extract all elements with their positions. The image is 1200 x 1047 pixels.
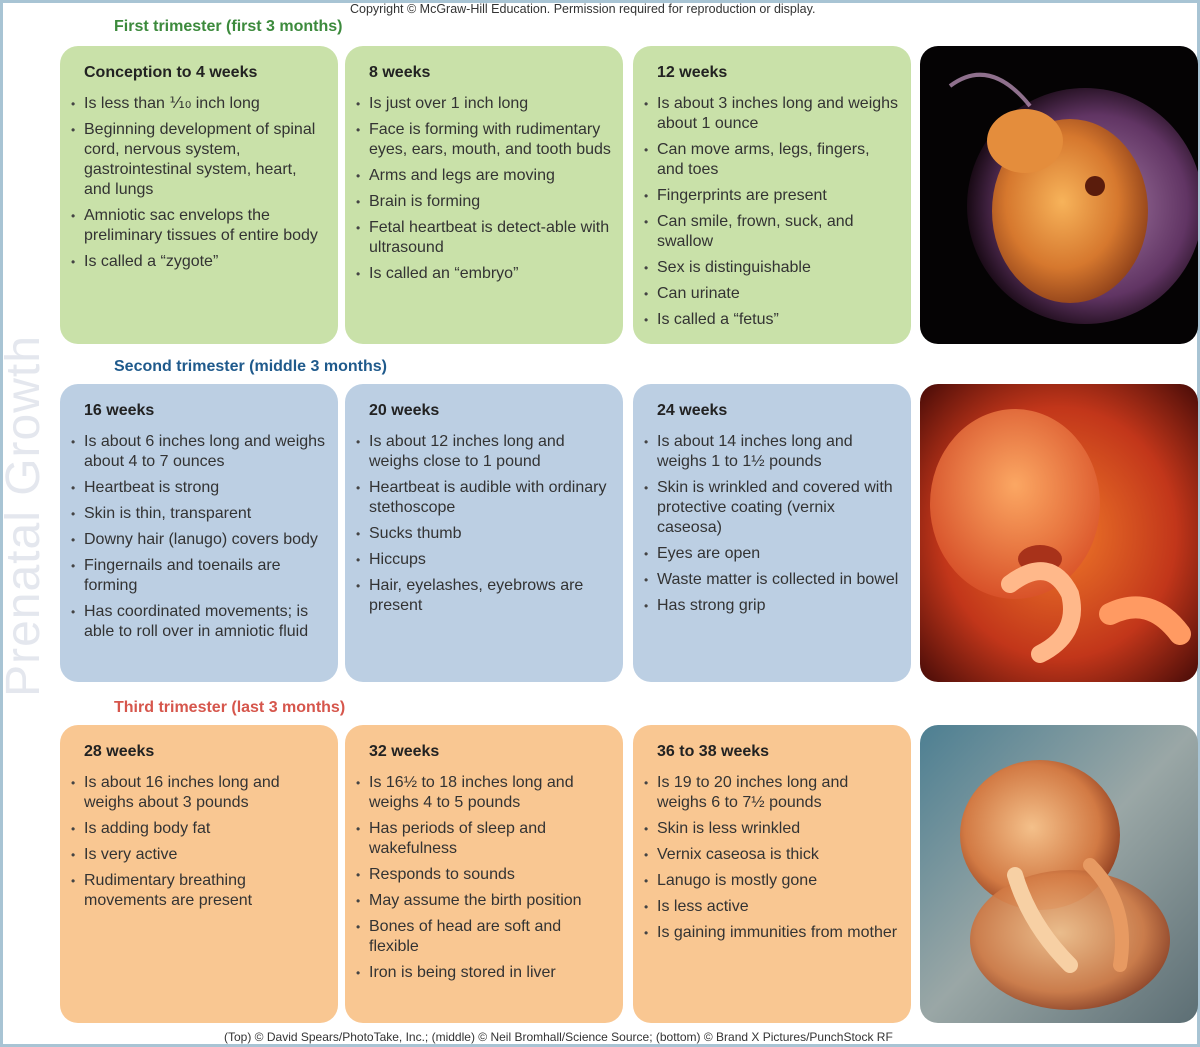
photo-fetus-second-trimester	[920, 384, 1198, 682]
photo-embryo-first-trimester	[920, 46, 1198, 344]
bullet-item: Has coordinated movements; is able to ro…	[71, 602, 326, 642]
bullet-item: Responds to sounds	[356, 865, 611, 885]
card-16-weeks: 16 weeks Is about 6 inches long and weig…	[60, 384, 338, 682]
bullet-item: Vernix caseosa is thick	[644, 845, 899, 865]
card-8-weeks: 8 weeks Is just over 1 inch long Face is…	[345, 46, 623, 344]
bullet-item: Is very active	[71, 845, 326, 865]
bullet-item: Is adding body fat	[71, 819, 326, 839]
embryo-illustration	[920, 46, 1198, 344]
bullet-item: Has periods of sleep and wakefulness	[356, 819, 611, 859]
bullet-item: Is about 3 inches long and weighs about …	[644, 94, 899, 134]
bullet-item: Amniotic sac envelops the preliminary ti…	[71, 206, 326, 246]
card-title: Conception to 4 weeks	[84, 64, 258, 81]
bullet-item: Skin is less wrinkled	[644, 819, 899, 839]
bullet-item: Is less than ⅒ inch long	[71, 94, 326, 114]
card-title: 36 to 38 weeks	[657, 743, 770, 760]
bullet-item: Heartbeat is strong	[71, 478, 326, 498]
fetus-late-illustration	[920, 725, 1198, 1023]
card-title: 32 weeks	[369, 743, 440, 760]
bullet-item: Fingerprints are present	[644, 186, 899, 206]
fetus-illustration	[920, 384, 1198, 682]
bullet-item: Has strong grip	[644, 596, 899, 616]
bullet-item: Lanugo is mostly gone	[644, 871, 899, 891]
card-bullets: Is about 12 inches long and weighs close…	[356, 432, 611, 616]
first-trimester-label: First trimester (first 3 months)	[114, 18, 343, 35]
bullet-item: Iron is being stored in liver	[356, 963, 611, 983]
card-bullets: Is just over 1 inch long Face is forming…	[356, 94, 611, 284]
bullet-item: Is 16½ to 18 inches long and weighs 4 to…	[356, 773, 611, 813]
bullet-item: Is gaining immunities from mother	[644, 923, 899, 943]
bullet-item: Is about 6 inches long and weighs about …	[71, 432, 326, 472]
card-title: 24 weeks	[657, 402, 728, 419]
bullet-item: Hiccups	[356, 550, 611, 570]
card-title: 12 weeks	[657, 64, 728, 81]
bullet-item: Fetal heartbeat is detect-able with ultr…	[356, 218, 611, 258]
card-bullets: Is about 6 inches long and weighs about …	[71, 432, 326, 642]
side-title: Prenatal Growth	[0, 335, 50, 697]
card-title: 28 weeks	[84, 743, 155, 760]
card-title: 8 weeks	[369, 64, 431, 81]
card-12-weeks: 12 weeks Is about 3 inches long and weig…	[633, 46, 911, 344]
bullet-item: Can smile, frown, suck, and swallow	[644, 212, 899, 252]
bullet-item: Is just over 1 inch long	[356, 94, 611, 114]
bullet-item: Beginning development of spinal cord, ne…	[71, 120, 326, 200]
bullet-item: Is 19 to 20 inches long and weighs 6 to …	[644, 773, 899, 813]
card-title: 16 weeks	[84, 402, 155, 419]
bullet-item: Brain is forming	[356, 192, 611, 212]
bullet-item: Is called a “fetus”	[644, 310, 899, 330]
bullet-item: Eyes are open	[644, 544, 899, 564]
card-28-weeks: 28 weeks Is about 16 inches long and wei…	[60, 725, 338, 1023]
card-bullets: Is less than ⅒ inch long Beginning devel…	[71, 94, 326, 272]
bullet-item: Sucks thumb	[356, 524, 611, 544]
bullet-item: Sex is distinguishable	[644, 258, 899, 278]
bullet-item: Rudimentary breathing movements are pres…	[71, 871, 326, 911]
card-36-to-38-weeks: 36 to 38 weeks Is 19 to 20 inches long a…	[633, 725, 911, 1023]
bullet-item: Is called a “zygote”	[71, 252, 326, 272]
bullet-item: Downy hair (lanugo) covers body	[71, 530, 326, 550]
bullet-item: Is called an “embryo”	[356, 264, 611, 284]
bullet-item: Is about 16 inches long and weighs about…	[71, 773, 326, 813]
card-bullets: Is 16½ to 18 inches long and weighs 4 to…	[356, 773, 611, 983]
bullet-item: Waste matter is collected in bowel	[644, 570, 899, 590]
second-trimester-label: Second trimester (middle 3 months)	[114, 358, 387, 375]
photo-fetus-third-trimester	[920, 725, 1198, 1023]
bullet-item: Is less active	[644, 897, 899, 917]
card-20-weeks: 20 weeks Is about 12 inches long and wei…	[345, 384, 623, 682]
bullet-item: Can move arms, legs, fingers, and toes	[644, 140, 899, 180]
card-bullets: Is about 14 inches long and weighs 1 to …	[644, 432, 899, 616]
bullet-item: Skin is wrinkled and covered with protec…	[644, 478, 899, 538]
third-trimester-label: Third trimester (last 3 months)	[114, 699, 346, 716]
bullet-item: Fingernails and toenails are forming	[71, 556, 326, 596]
copyright-notice: Copyright © McGraw-Hill Education. Permi…	[350, 2, 816, 16]
bullet-item: Heartbeat is audible with ordinary steth…	[356, 478, 611, 518]
card-bullets: Is about 16 inches long and weighs about…	[71, 773, 326, 911]
bullet-item: Bones of head are soft and flexible	[356, 917, 611, 957]
bullet-item: May assume the birth position	[356, 891, 611, 911]
card-conception-to-4-weeks: Conception to 4 weeks Is less than ⅒ inc…	[60, 46, 338, 344]
card-title: 20 weeks	[369, 402, 440, 419]
bullet-item: Skin is thin, transparent	[71, 504, 326, 524]
card-32-weeks: 32 weeks Is 16½ to 18 inches long and we…	[345, 725, 623, 1023]
bullet-item: Can urinate	[644, 284, 899, 304]
bullet-item: Is about 12 inches long and weighs close…	[356, 432, 611, 472]
card-24-weeks: 24 weeks Is about 14 inches long and wei…	[633, 384, 911, 682]
bullet-item: Face is forming with rudimentary eyes, e…	[356, 120, 611, 160]
bullet-item: Is about 14 inches long and weighs 1 to …	[644, 432, 899, 472]
photo-credits: (Top) © David Spears/PhotoTake, Inc.; (m…	[224, 1030, 893, 1044]
bullet-item: Hair, eyelashes, eyebrows are present	[356, 576, 611, 616]
card-bullets: Is 19 to 20 inches long and weighs 6 to …	[644, 773, 899, 943]
card-bullets: Is about 3 inches long and weighs about …	[644, 94, 899, 330]
bullet-item: Arms and legs are moving	[356, 166, 611, 186]
